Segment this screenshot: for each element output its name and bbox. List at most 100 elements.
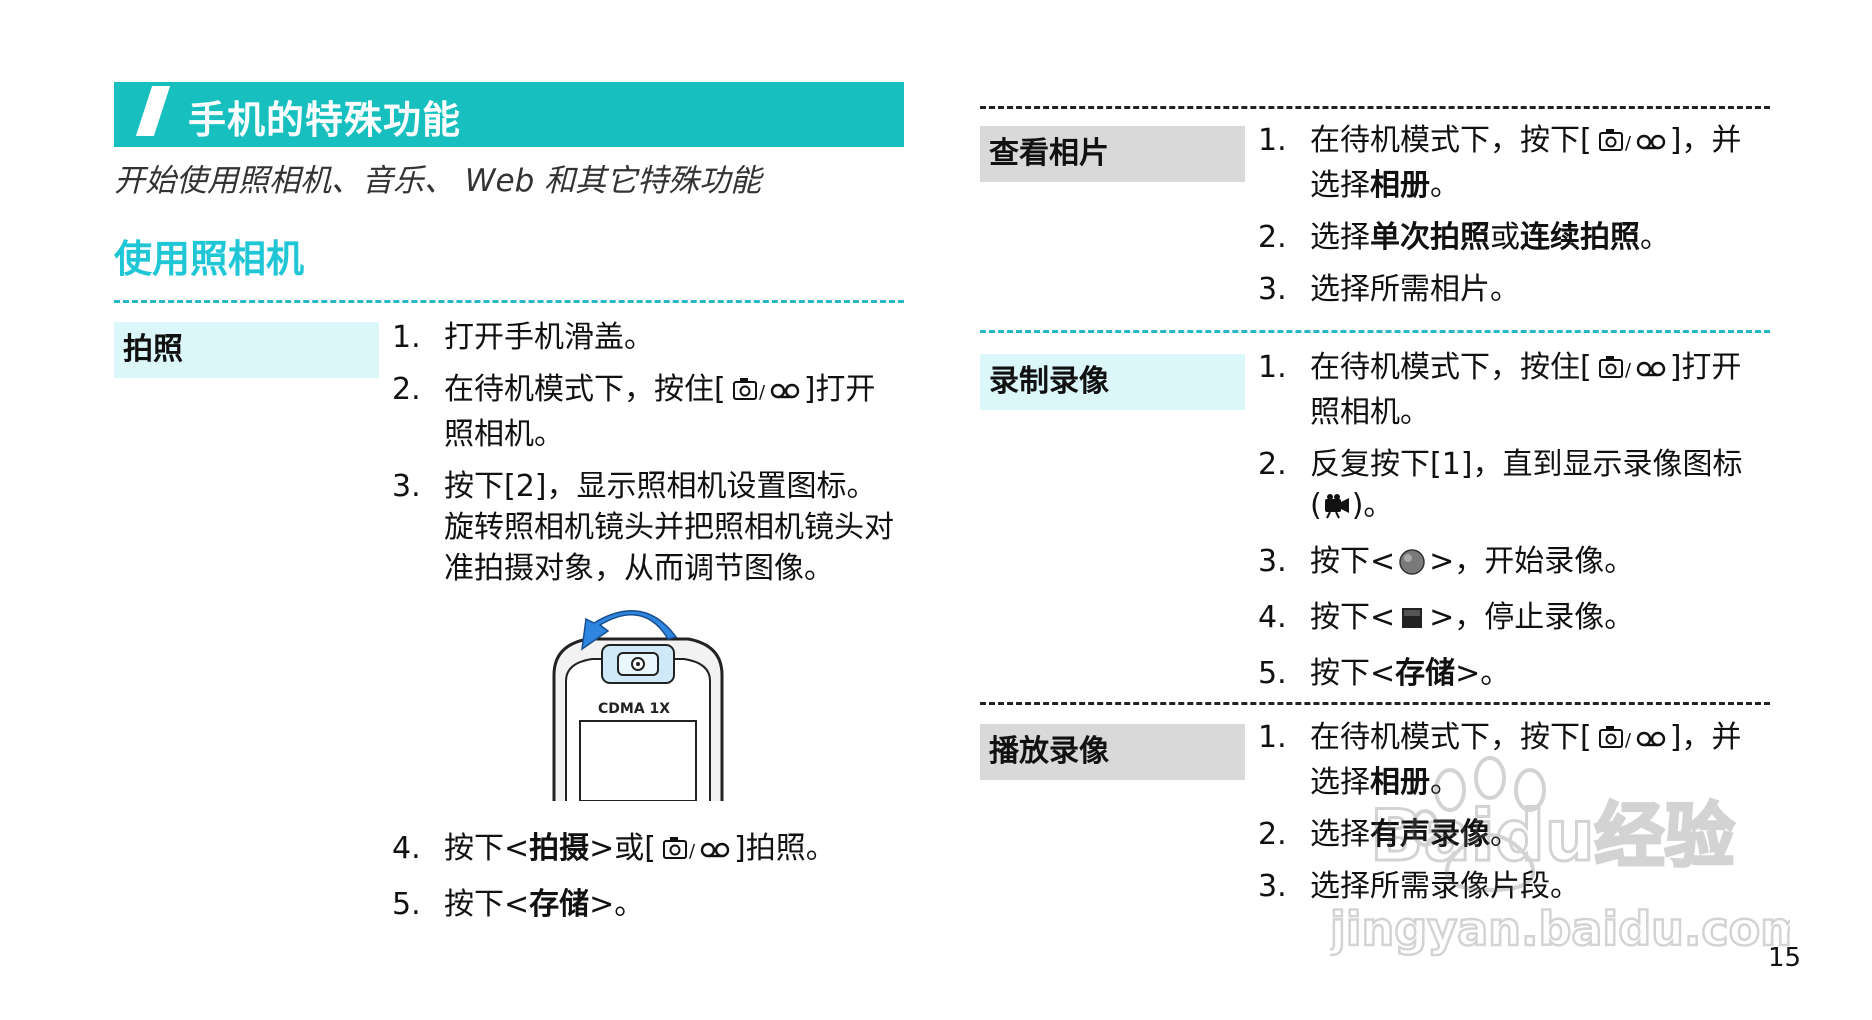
svg-text:/: / (1625, 133, 1632, 154)
camera-record-key-icon: / (726, 373, 804, 414)
step-record-video-2: 2. 反复按下[1]，直到显示录像图标 ( )。 (1258, 444, 1778, 530)
step-view-photo-2: 2. 选择单次拍照或连续拍照。 (1258, 217, 1778, 258)
step-menu-text: 单次拍照 (1370, 220, 1490, 255)
svg-text:/: / (1625, 360, 1632, 381)
step-record-video-1: 1. 在待机模式下，按住[ / ]打开 照相机。 (1258, 347, 1778, 433)
label-play-video: 播放录像 (980, 724, 1245, 780)
step-menu-text: 有声录像 (1370, 817, 1490, 852)
step-number: 1. (392, 320, 421, 355)
step-text: 选择所需相片。 (1310, 272, 1520, 307)
steps-take-photo-cont: 4. 按下<拍摄>或[/]拍照。 5. 按下<存储>。 (392, 828, 912, 936)
step-text: 选择 (1310, 817, 1370, 852)
step-text: 按下< (444, 887, 530, 922)
step-softkey-text: 存储 (529, 887, 590, 922)
step-number: 3. (1258, 544, 1287, 579)
video-camera-icon (1322, 489, 1352, 530)
step-text: >，开始录像。 (1429, 544, 1635, 579)
step-number: 2. (1258, 447, 1287, 482)
step-text: ]，并 (1669, 720, 1742, 755)
step-text: 或 (1490, 220, 1520, 255)
step-number: 2. (1258, 220, 1287, 255)
phone-camera-illustration: CDMA 1X (548, 605, 728, 802)
step-text: ]，并 (1669, 123, 1742, 158)
step-view-photo-1: 1. 在待机模式下，按下[/]，并 选择相册。 (1258, 120, 1778, 206)
step-number: 1. (1258, 720, 1287, 755)
step-text: ( (1310, 488, 1322, 523)
step-text: 在待机模式下，按住[ (1310, 350, 1592, 385)
camera-record-key-icon: / (1592, 721, 1670, 762)
step-text: 旋转照相机镜头并把照相机镜头对 (444, 510, 894, 545)
camera-record-key-icon: / (1592, 351, 1670, 392)
steps-view-photo: 1. 在待机模式下，按下[/]，并 选择相册。 2. 选择单次拍照或连续拍照。 … (1258, 120, 1778, 321)
step-play-video-3: 3. 选择所需录像片段。 (1258, 866, 1778, 907)
step-number: 3. (392, 469, 421, 504)
label-view-photo: 查看相片 (980, 126, 1245, 182)
step-text: 反复按下[1]，直到显示录像图标 (1310, 447, 1743, 482)
camera-record-key-icon: / (656, 832, 734, 873)
step-text: ]打开 (803, 372, 876, 407)
step-text: 在待机模式下，按住[ (444, 372, 726, 407)
step-record-video-4: 4. 按下<>，停止录像。 (1258, 597, 1778, 642)
page-number: 15 (1768, 943, 1802, 973)
step-take-photo-1: 1. 打开手机滑盖。 (392, 317, 912, 358)
step-text: 打开手机滑盖。 (444, 320, 654, 355)
step-play-video-1: 1. 在待机模式下，按下[/]，并 选择相册。 (1258, 717, 1778, 803)
steps-play-video: 1. 在待机模式下，按下[/]，并 选择相册。 2. 选择有声录像。 3. 选择… (1258, 717, 1778, 918)
step-menu-text: 相册 (1370, 168, 1430, 203)
step-text: 照相机。 (444, 417, 564, 452)
svg-text:/: / (759, 382, 766, 403)
step-number: 3. (1258, 272, 1287, 307)
step-text: 。 (1430, 168, 1460, 203)
step-text: 。 (1640, 220, 1670, 255)
divider-right-bottom (980, 702, 1770, 705)
step-text: 按下[2]，显示照相机设置图标。 (444, 469, 877, 504)
step-take-photo-3: 3. 按下[2]，显示照相机设置图标。 旋转照相机镜头并把照相机镜头对 准拍摄对… (392, 466, 912, 589)
step-text: 选择 (1310, 765, 1370, 800)
baidu-jingyan-watermark: Baidu经验 jingyan.baidu.com (1327, 740, 1809, 970)
label-record-video: 录制录像 (980, 354, 1245, 410)
step-text: >或[ (589, 831, 656, 866)
step-view-photo-3: 3. 选择所需相片。 (1258, 269, 1778, 310)
steps-record-video: 1. 在待机模式下，按住[ / ]打开 照相机。 2. 反复按下[1]，直到显示录像… (1258, 347, 1778, 705)
step-take-photo-4: 4. 按下<拍摄>或[/]拍照。 (392, 828, 912, 873)
step-text: 在待机模式下，按下[ (1310, 720, 1592, 755)
step-text: >。 (589, 887, 645, 922)
divider-right-mid (980, 330, 1770, 333)
step-number: 4. (1258, 600, 1287, 635)
step-take-photo-2: 2. 在待机模式下，按住[/]打开 照相机。 (392, 369, 912, 455)
step-text: 。 (1490, 817, 1520, 852)
steps-take-photo: 1. 打开手机滑盖。 2. 在待机模式下，按住[/]打开 照相机。 3. 按下[… (392, 317, 912, 600)
step-text: 准拍摄对象，从而调节图像。 (444, 551, 834, 586)
step-record-video-5: 5. 按下<存储>。 (1258, 653, 1778, 694)
step-text: ]拍照。 (733, 831, 836, 866)
header-slash-decoration (135, 86, 171, 136)
step-text: 按下< (1310, 656, 1396, 691)
page-subtitle: 开始使用照相机、音乐、 Web 和其它特殊功能 (114, 163, 762, 199)
step-menu-text: 连续拍照 (1520, 220, 1640, 255)
step-softkey-text: 拍摄 (529, 831, 590, 866)
watermark-logo-text: Baidu经验 (1370, 795, 1735, 877)
camera-record-key-icon: / (1592, 124, 1670, 165)
step-text: )。 (1351, 488, 1394, 523)
step-text: 按下< (1310, 544, 1396, 579)
label-take-photo: 拍照 (114, 322, 379, 378)
step-text: >。 (1455, 656, 1511, 691)
step-text: 按下< (444, 831, 530, 866)
step-number: 1. (1258, 123, 1287, 158)
step-number: 2. (1258, 817, 1287, 852)
step-play-video-2: 2. 选择有声录像。 (1258, 814, 1778, 855)
step-number: 1. (1258, 350, 1287, 385)
step-text: 照相机。 (1310, 395, 1430, 430)
step-number: 5. (392, 887, 421, 922)
divider-right-top (980, 106, 1770, 109)
header-band: 手机的特殊功能 (114, 82, 904, 147)
record-circle-icon (1395, 545, 1429, 586)
step-text: ]打开 (1669, 350, 1742, 385)
step-text: 选择所需录像片段。 (1310, 869, 1580, 904)
step-text: 在待机模式下，按下[ (1310, 123, 1592, 158)
step-menu-text: 相册 (1370, 765, 1430, 800)
step-text: 。 (1430, 765, 1460, 800)
step-text: >，停止录像。 (1429, 600, 1635, 635)
stop-square-icon (1395, 601, 1429, 642)
step-number: 3. (1258, 869, 1287, 904)
